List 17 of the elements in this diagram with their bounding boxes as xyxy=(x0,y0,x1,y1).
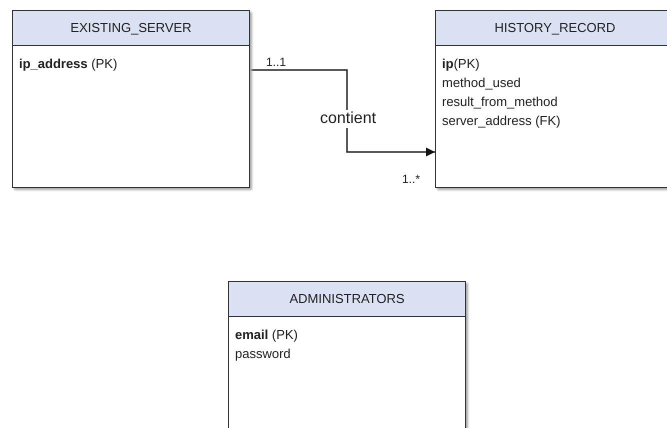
attribute-row-text: method_used xyxy=(442,74,522,92)
entity-table xyxy=(228,281,466,428)
edge-label: contient xyxy=(318,110,378,128)
attribute-row-text: ip_address (PK) xyxy=(19,55,118,73)
table-header: ADMINISTRATORS xyxy=(229,282,465,317)
multiplicity-label: 1..* xyxy=(402,172,420,186)
attribute-row-text: email (PK) xyxy=(235,326,299,344)
relationship-arrow xyxy=(250,69,435,156)
entity-table xyxy=(12,10,250,188)
multiplicity-label: 1..1 xyxy=(266,55,286,69)
attribute-row-text: server_address (FK) xyxy=(442,112,562,130)
table-header: HISTORY_RECORD xyxy=(436,11,667,46)
attribute-row-text: result_from_method xyxy=(442,93,559,111)
attribute-row-text: ip(PK) xyxy=(442,55,481,73)
entity-table xyxy=(435,10,667,188)
attribute-row-text: password xyxy=(235,345,292,363)
table-header: EXISTING_SERVER xyxy=(13,11,249,46)
